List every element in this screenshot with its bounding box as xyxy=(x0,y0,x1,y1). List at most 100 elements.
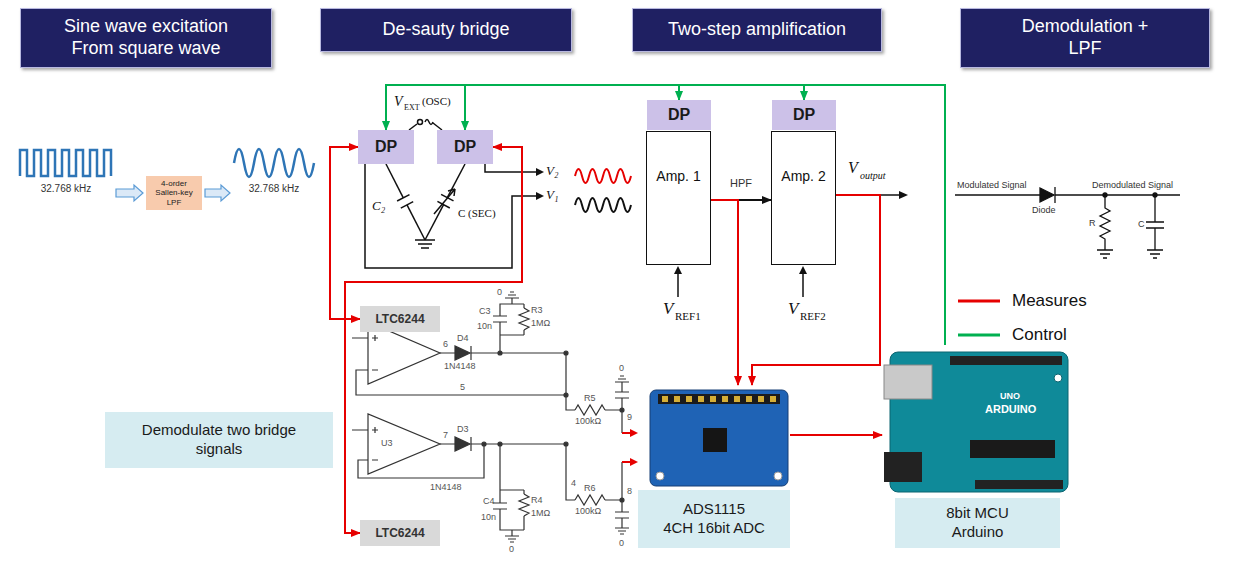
bridge-wiring xyxy=(397,195,409,201)
component-value: 10n xyxy=(477,322,492,331)
board-marking: UNO xyxy=(1000,392,1020,401)
signal-wave xyxy=(575,169,631,183)
measure-wire xyxy=(622,432,631,434)
arduino-board xyxy=(1054,374,1062,382)
peak-detector-circuit xyxy=(352,292,629,542)
component-value: 10n xyxy=(481,513,496,522)
bridge-wiring xyxy=(536,168,544,176)
adc-board xyxy=(758,396,764,402)
legend-line xyxy=(958,300,1000,303)
peak-detector-circuit xyxy=(352,292,629,433)
arduino-board xyxy=(884,352,1068,492)
bridge-wiring xyxy=(407,205,425,240)
node-text: Demodulation + LPF xyxy=(1010,16,1160,59)
adc-board xyxy=(650,390,788,486)
measure-wire xyxy=(622,429,638,466)
callout-box: Demodulate two bridge signals xyxy=(105,412,333,468)
node-text: Demodulate two bridge signals xyxy=(132,421,307,459)
component-ref: R5 xyxy=(584,394,596,403)
section-header: Two-step amplification xyxy=(632,8,882,52)
legend-text: Measures xyxy=(1012,291,1087,311)
amplifier-box: Amp. 1 xyxy=(646,131,711,265)
frequency-label: 32.768 kHz xyxy=(249,184,300,194)
legend-text: Control xyxy=(1012,325,1067,345)
connector xyxy=(804,85,945,345)
component-value: 1MΩ xyxy=(531,319,550,328)
net-number: 0 xyxy=(497,288,502,297)
adc-board xyxy=(674,396,680,402)
signal-name: (OSC) xyxy=(422,96,451,107)
signal-subscript: EXT xyxy=(404,104,420,112)
bridge-wiring xyxy=(536,192,544,200)
arduino-board xyxy=(884,452,922,482)
demodulator-circuit xyxy=(1040,188,1054,202)
net-number: 9 xyxy=(627,413,632,422)
mcu-board-label: 8bit MCU Arduino xyxy=(895,498,1060,548)
peak-detector-circuit xyxy=(575,405,605,415)
connector xyxy=(790,434,882,436)
part-number: 1N4148 xyxy=(430,483,462,492)
adc-board xyxy=(662,396,668,402)
arduino-board xyxy=(884,365,932,399)
section-header: Sine wave excitation From square wave xyxy=(20,8,272,68)
measure-wire xyxy=(630,458,638,466)
component-ref: R6 xyxy=(584,484,596,493)
net-number: 5 xyxy=(460,383,465,392)
component-ref: C4 xyxy=(483,497,495,506)
flow-arrow xyxy=(116,185,230,201)
component-label: R xyxy=(1089,219,1096,228)
signal-wave xyxy=(575,169,631,212)
node-text: De-sauty bridge xyxy=(382,19,509,41)
bridge-wiring xyxy=(418,120,423,125)
peak-detector-circuit xyxy=(620,498,624,502)
connector xyxy=(386,85,945,345)
node-text: LTC6244 xyxy=(375,312,424,326)
peak-detector-circuit xyxy=(519,494,529,516)
square-wave xyxy=(20,150,111,176)
node-text: DP xyxy=(668,106,690,124)
peak-detector-circuit xyxy=(368,322,440,384)
net-number: 8 xyxy=(627,487,632,496)
demodulator-circuit xyxy=(1097,250,1113,258)
node-text: 8bit MCU Arduino xyxy=(933,504,1023,542)
connector xyxy=(711,200,738,385)
flow-arrow xyxy=(205,185,230,201)
signal-name: V₁ xyxy=(546,188,558,201)
filter-box: 4-order Sallen-key LPF xyxy=(146,176,202,210)
peak-detector-circuit xyxy=(368,414,440,474)
node-text: Amp. 2 xyxy=(781,168,825,184)
net-number: 6 xyxy=(443,340,448,349)
adc-board xyxy=(658,394,780,404)
component-ref: D3 xyxy=(457,425,469,434)
digital-pot-box: DP xyxy=(772,100,836,130)
demodulator-circuit xyxy=(1146,195,1164,258)
connector xyxy=(345,147,522,533)
amplifier-wiring xyxy=(799,266,807,274)
signal-subscript: REF2 xyxy=(800,311,826,322)
legend: MeasuresControl xyxy=(958,284,1087,352)
peak-detector-circuit xyxy=(620,408,624,412)
section-header: De-sauty bridge xyxy=(320,8,572,52)
component-ref: R3 xyxy=(531,306,543,315)
peak-detector-circuit xyxy=(498,442,502,446)
demodulator-circuit xyxy=(1100,195,1110,250)
bridge-wiring xyxy=(425,120,433,125)
digital-pot-box: DP xyxy=(437,130,493,164)
adc-board xyxy=(722,396,728,402)
node-text: ADS1115 xyxy=(683,500,745,519)
node-text: Amp. 1 xyxy=(656,168,700,184)
arduino-board xyxy=(970,440,1055,458)
signal-name: V xyxy=(788,300,798,317)
adc-board xyxy=(650,390,788,486)
legend-item: Measures xyxy=(958,284,1087,318)
legend-item: Control xyxy=(958,318,1087,352)
amplifier-wiring xyxy=(674,191,908,297)
peak-detector-circuit xyxy=(519,308,529,330)
component-label: C xyxy=(1138,220,1145,229)
board-marking: ARDUINO xyxy=(985,404,1036,415)
amplifier-wiring xyxy=(802,272,804,297)
connector xyxy=(679,85,945,345)
adc-board xyxy=(698,396,704,402)
